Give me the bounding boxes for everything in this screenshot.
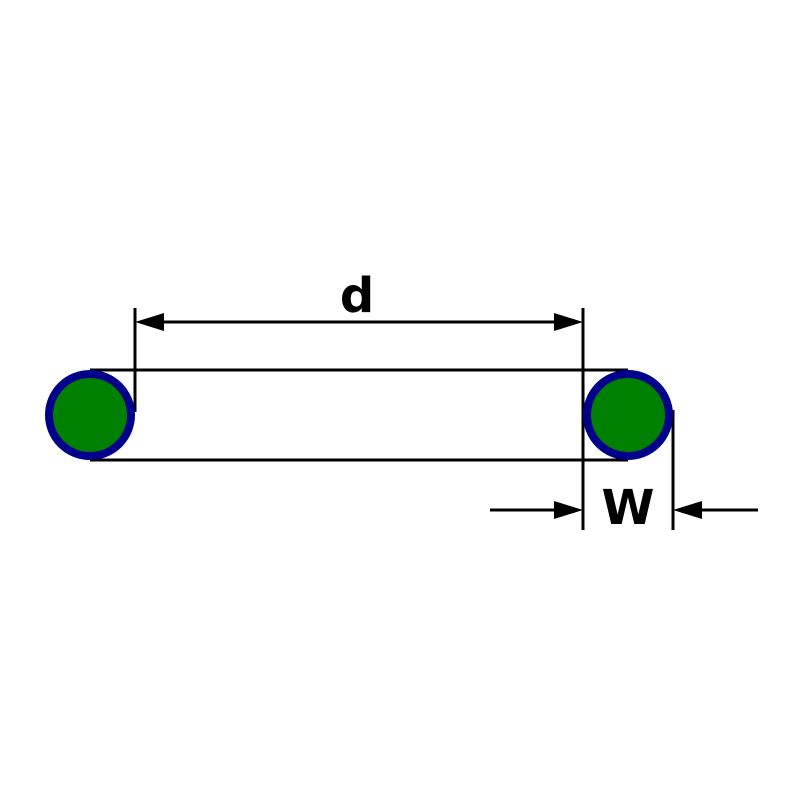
- w-right-arrowhead-icon: [673, 501, 702, 519]
- w-left-arrowhead-icon: [554, 501, 583, 519]
- oring-right-cross-section-circle: [583, 370, 673, 460]
- d-right-arrowhead-icon: [554, 313, 583, 331]
- inner-diameter-label: d: [340, 268, 374, 324]
- cross-section-width-label: W: [602, 480, 655, 536]
- d-left-arrowhead-icon: [135, 313, 164, 331]
- oring-left-cross-section-circle: [45, 370, 135, 460]
